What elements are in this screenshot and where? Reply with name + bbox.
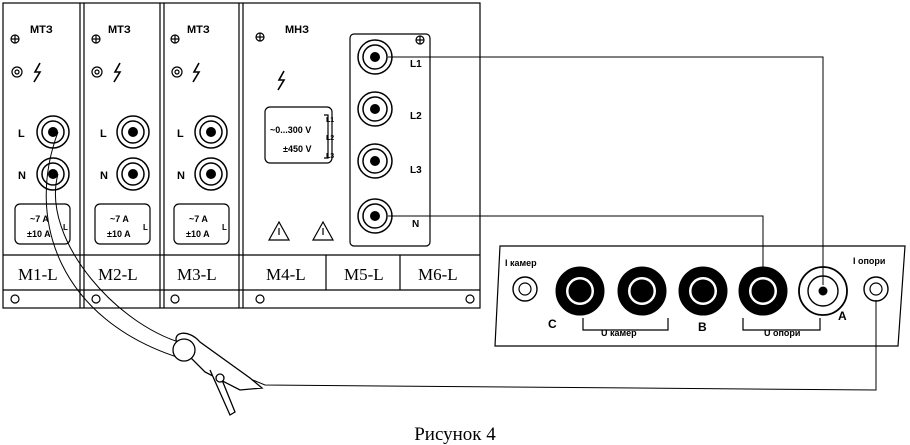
slot-label-m4: M4-L [266, 265, 306, 284]
jack-label-l-2: L [100, 128, 107, 140]
panel-phase-c: C [548, 317, 557, 331]
lightning-icons [33, 62, 286, 91]
voltage-range-dc: ±450 V [283, 144, 311, 154]
wires [45, 56, 877, 391]
panel-u-support: U опори [764, 328, 800, 338]
range-dc-1: ±10 A [27, 229, 51, 239]
range-tag-3: L [222, 223, 227, 232]
range-tag-1: L [63, 223, 68, 232]
module-title-1: МТЗ [30, 24, 53, 36]
panel-phase-a: A [838, 309, 847, 323]
jack-label-l-1: L [18, 128, 25, 140]
range-ac-3: ~7 A [189, 214, 208, 224]
range-box-m1 [14, 203, 71, 245]
voltage-range-box [264, 106, 333, 164]
range-dc-2: ±10 A [107, 229, 131, 239]
current-clamp-icon [172, 332, 264, 416]
indicator-led-icons [11, 66, 183, 78]
voltage-range-ac: ~0...300 V [270, 125, 311, 135]
voltage-jack-l2: L2 [410, 111, 422, 122]
warning-icons [267, 220, 335, 241]
voltage-jack-l1: L1 [410, 59, 422, 70]
rack-jacks [36, 39, 393, 234]
jack-label-n-3: N [177, 170, 185, 182]
voltage-range-tag-l1: L1 [326, 117, 334, 124]
range-dc-3: ±10 A [186, 229, 210, 239]
range-ac-1: ~7 A [30, 214, 49, 224]
panel-phase-b: B [698, 320, 707, 334]
module-title-3: МТЗ [187, 24, 210, 36]
voltage-jack-panel [349, 33, 431, 247]
range-tag-2: L [143, 223, 148, 232]
jack-label-n-1: N [18, 170, 26, 182]
panel-label-support-current: I опори [853, 256, 885, 266]
figure-caption: Рисунок 4 [414, 424, 496, 445]
voltage-range-tag-l3: L3 [326, 153, 334, 160]
reference-panel [494, 245, 906, 347]
slot-label-m2: M2-L [98, 265, 138, 284]
panel-u-camera: U камер [601, 328, 637, 338]
range-box-m3 [173, 203, 230, 245]
range-ac-2: ~7 A [110, 214, 129, 224]
slot-label-m3: M3-L [177, 265, 217, 284]
voltage-module-title: МНЗ [285, 24, 309, 36]
range-box-m2 [94, 203, 151, 245]
slot-label-m5: M5-L [344, 265, 384, 284]
screw-icons [10, 32, 475, 304]
voltage-jack-l3: L3 [410, 165, 422, 176]
module-title-2: МТЗ [108, 24, 131, 36]
voltage-jack-n: N [412, 219, 419, 230]
panel-label-camera-current: I камер [505, 258, 537, 268]
panel-jacks [512, 266, 889, 316]
voltage-range-tag-l2: L2 [326, 135, 334, 142]
jack-label-l-3: L [177, 128, 184, 140]
slot-label-m1: M1-L [18, 265, 58, 284]
slot-label-m6: M6-L [418, 265, 458, 284]
rack-frame [2, 2, 481, 309]
jack-label-n-2: N [100, 170, 108, 182]
